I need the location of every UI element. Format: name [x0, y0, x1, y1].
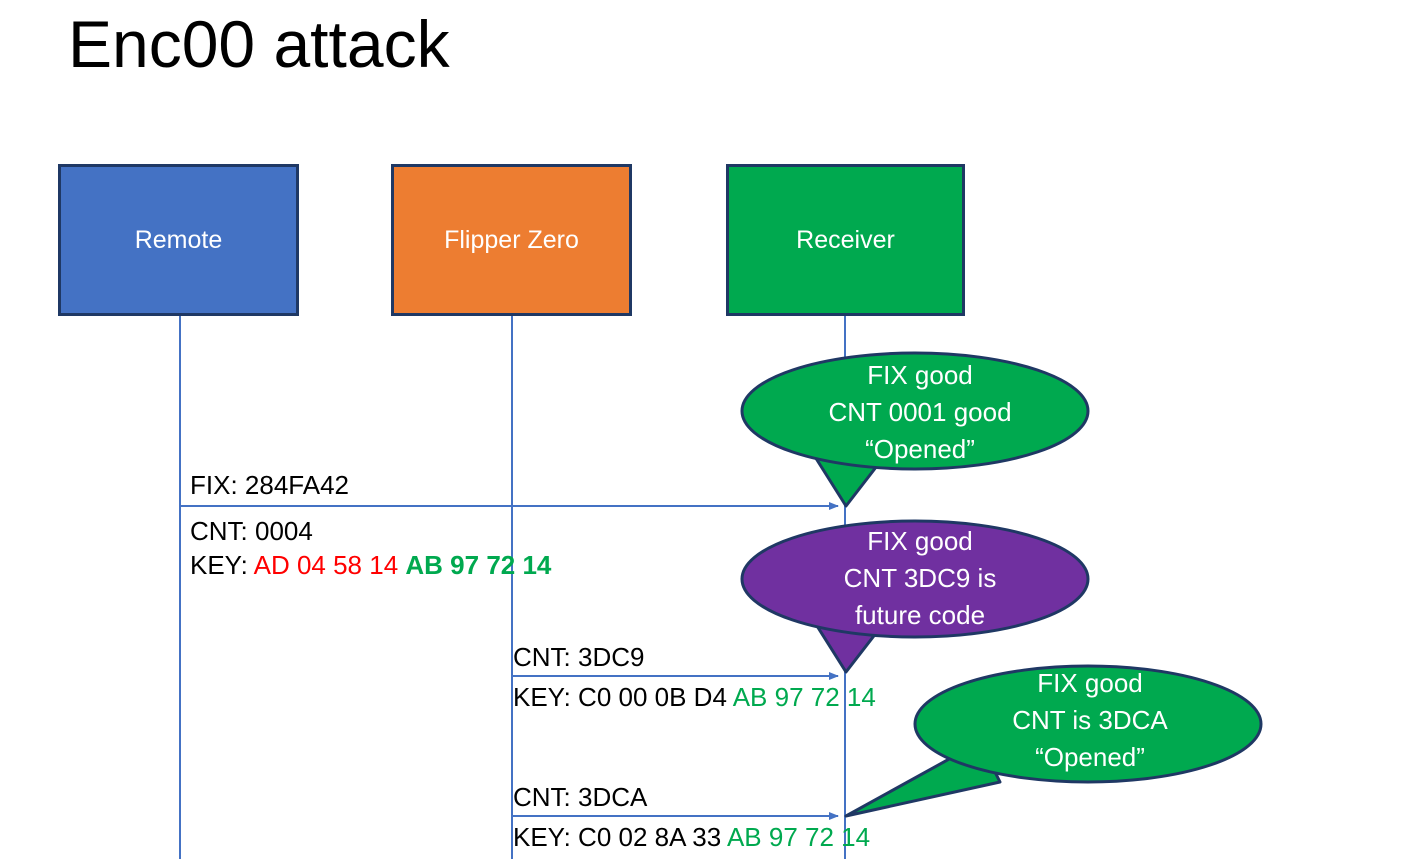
key-flipper-1-good-bytes: AB 97 72 14 — [732, 682, 876, 712]
callout-bubble-2 — [740, 519, 1090, 674]
callout-bubble-3 — [844, 664, 1263, 818]
message-cnt-flipper-1: CNT: 3DC9 — [513, 642, 645, 672]
key-remote-good-bytes: AB 97 72 14 — [405, 550, 552, 580]
callout-1-line-3: “Opened” — [865, 434, 975, 464]
callout-2-line-3: future code — [854, 600, 986, 630]
callout-3-line-2: CNT is 3DCA — [1012, 705, 1168, 735]
callout-bubble-1 — [740, 351, 1090, 508]
actor-box-remote[interactable]: Remote — [58, 164, 299, 316]
actor-label-flipper-zero: Flipper Zero — [444, 226, 579, 254]
callout-1-text: FIX good CNT 0001 good “Opened” — [760, 357, 1080, 468]
callout-2-text: FIX good CNT 3DC9 is future code — [760, 523, 1080, 634]
page-title: Enc00 attack — [68, 7, 450, 81]
key-remote-prefix: KEY: — [190, 550, 254, 580]
key-remote-bad-bytes: AD 04 58 14 — [253, 550, 399, 580]
actor-box-receiver[interactable]: Receiver — [726, 164, 965, 316]
actor-box-flipper-zero[interactable]: Flipper Zero — [391, 164, 632, 316]
callout-3-text: FIX good CNT is 3DCA “Opened” — [930, 665, 1250, 776]
message-fix-remote: FIX: 284FA42 — [190, 470, 349, 500]
key-flipper-2-prefix: KEY: C0 02 8A 33 — [513, 822, 727, 852]
message-cnt-remote: CNT: 0004 — [190, 516, 313, 546]
actor-label-receiver: Receiver — [796, 226, 895, 254]
message-key-flipper-2: KEY: C0 02 8A 33 AB 97 72 14 — [513, 820, 870, 854]
message-cnt-flipper-2: CNT: 3DCA — [513, 782, 648, 812]
callout-1-line-1: FIX good — [867, 360, 973, 390]
message-key-remote: KEY: AD 04 58 14 AB 97 72 14 — [190, 548, 551, 582]
key-flipper-2-good-bytes: AB 97 72 14 — [726, 822, 871, 852]
actor-label-remote: Remote — [134, 226, 223, 254]
callout-2-line-2: CNT 3DC9 is — [843, 563, 997, 593]
key-flipper-1-prefix: KEY: C0 00 0B D4 — [513, 682, 733, 712]
callout-1-line-2: CNT 0001 good — [828, 397, 1012, 427]
message-key-flipper-1: KEY: C0 00 0B D4 AB 97 72 14 — [513, 680, 876, 714]
callout-3-line-3: “Opened” — [1035, 742, 1145, 772]
callout-2-line-1: FIX good — [867, 526, 973, 556]
callout-3-line-1: FIX good — [1037, 668, 1143, 698]
